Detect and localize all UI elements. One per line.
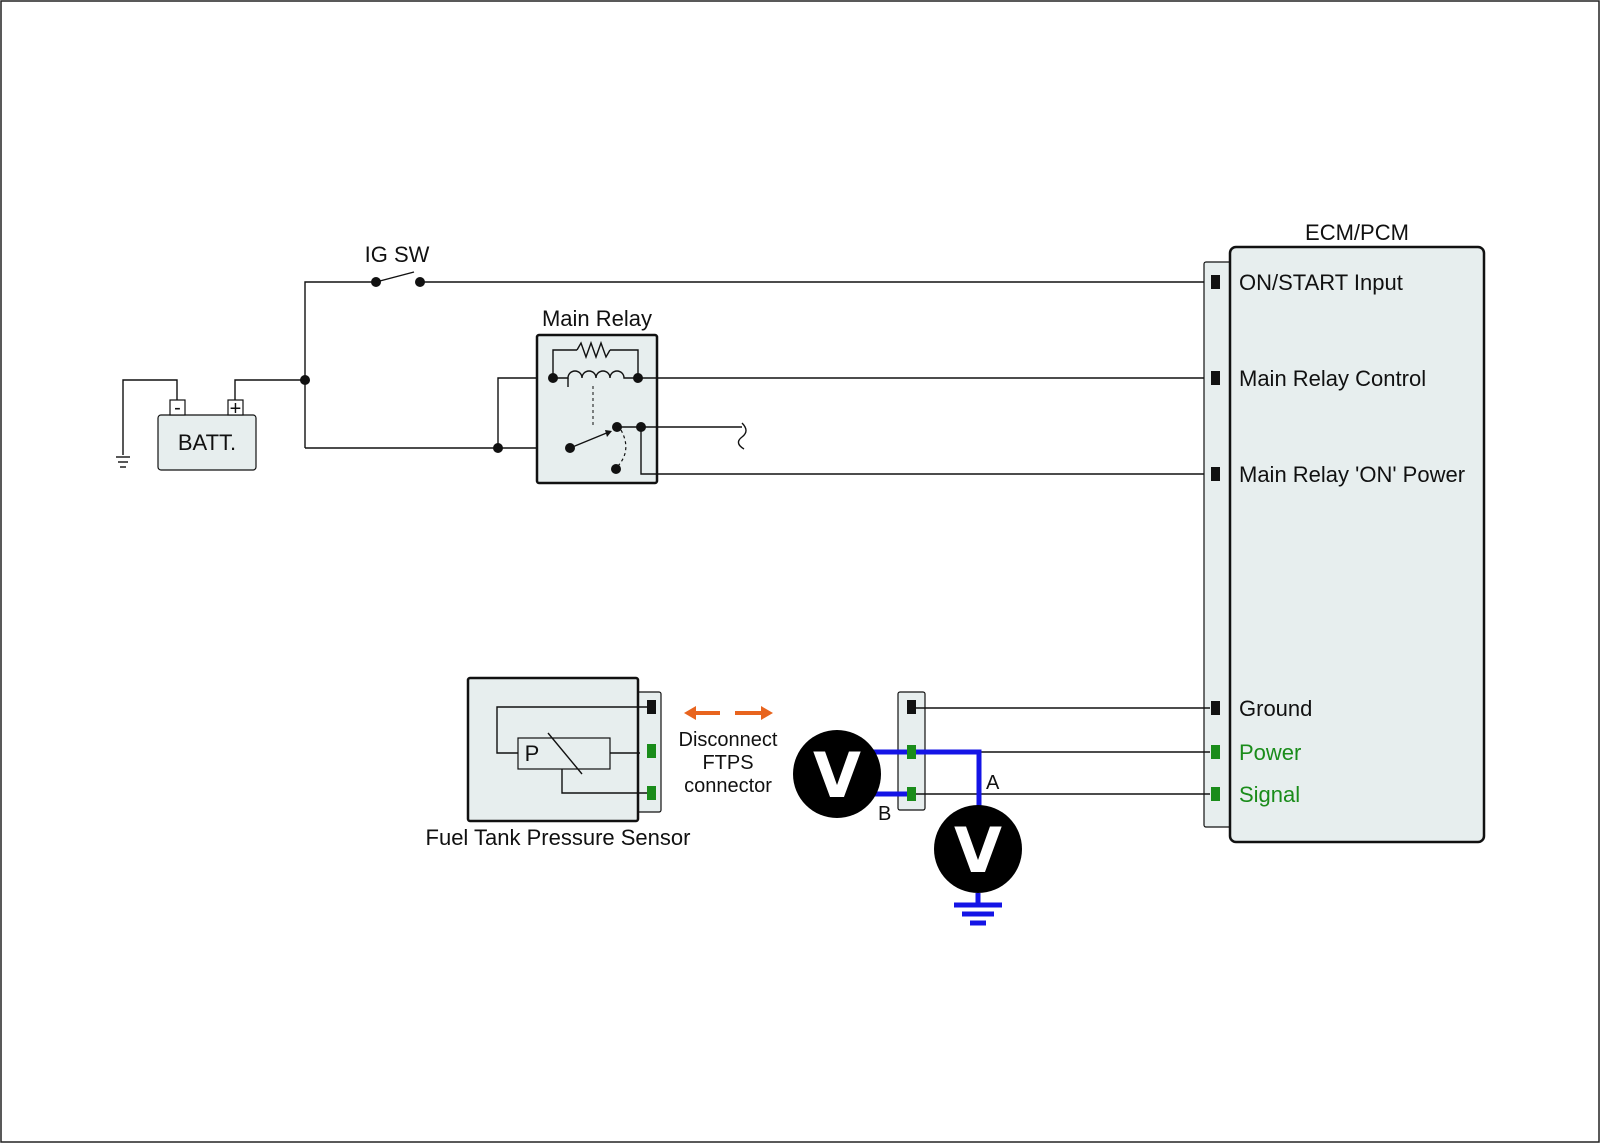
ecm-pin-label: Ground [1239, 696, 1312, 721]
main-relay-label: Main Relay [542, 306, 652, 331]
ecm-label: ECM/PCM [1305, 220, 1409, 245]
pressure-element-label: P [525, 741, 540, 766]
voltmeter-icon: V [793, 730, 881, 818]
harness-pin [907, 787, 916, 801]
battery-negative-symbol: - [174, 397, 181, 419]
disconnect-note-line-2: FTPS [702, 752, 753, 774]
voltmeter-symbol: V [813, 739, 861, 812]
chassis-ground-icon [116, 379, 178, 468]
sensor-pin [647, 744, 656, 758]
wire-break-icon [737, 422, 747, 450]
voltmeter-symbol: V [954, 814, 1002, 887]
junction-dot [300, 375, 310, 385]
harness-pin [907, 745, 916, 759]
battery-positive-wire [234, 379, 305, 400]
ecm-pin-label: Signal [1239, 782, 1300, 807]
sensor-pin [647, 700, 656, 714]
harness-pin [907, 700, 916, 714]
battery-label: BATT. [178, 430, 236, 455]
sensor-pin [647, 786, 656, 800]
ecm-pin [1211, 787, 1220, 801]
ecm-pin [1211, 371, 1220, 385]
probe-wire-a [870, 749, 982, 810]
main-relay-body [535, 333, 659, 485]
ecm-pin-label: Main Relay 'ON' Power [1239, 462, 1465, 487]
battery-body [157, 414, 257, 471]
battery: BATT. - + [157, 397, 257, 471]
fuel-tank-pressure-sensor: P Fuel Tank Pressure Sensor [426, 676, 691, 850]
ecm-pin-label: ON/START Input [1239, 270, 1403, 295]
probe-point-b-label: B [878, 803, 891, 825]
battery-positive-symbol: + [230, 398, 242, 420]
sensor-label: Fuel Tank Pressure Sensor [426, 825, 691, 850]
ecm-pin-label: Power [1239, 740, 1301, 765]
disconnect-note-line-1: Disconnect [679, 729, 778, 751]
ignition-switch: IG SW [365, 242, 430, 287]
ecm-pin [1211, 745, 1220, 759]
battery-feed-wire [304, 281, 376, 448]
probe-point-a-label: A [986, 772, 1000, 794]
relay-coil-feed-wire [497, 377, 553, 448]
ecm-pin-label: Main Relay Control [1239, 366, 1426, 391]
ecm-body [1228, 245, 1486, 844]
disconnect-arrow-icon [684, 706, 773, 720]
main-relay: Main Relay [535, 306, 660, 485]
voltmeter-icon: V [934, 805, 1022, 893]
disconnect-note-line-3: connector [684, 775, 772, 797]
ecm-pin [1211, 467, 1220, 481]
ecm-pin [1211, 701, 1220, 715]
ground-icon [954, 893, 1002, 926]
ecm-pin [1211, 275, 1220, 289]
ignition-switch-label: IG SW [365, 242, 430, 267]
